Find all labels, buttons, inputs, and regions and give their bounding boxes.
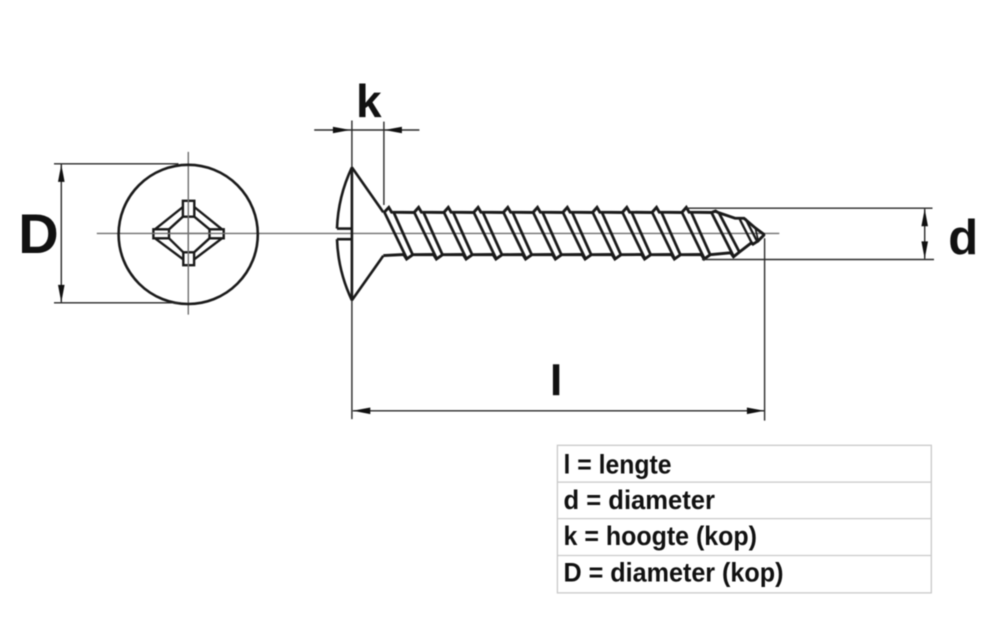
svg-text:k: k <box>356 75 382 127</box>
svg-text:D: D <box>18 202 58 265</box>
svg-text:d: d <box>948 211 978 265</box>
svg-text:l = lengte: l = lengte <box>564 449 672 479</box>
svg-text:D = diameter (kop): D = diameter (kop) <box>564 557 784 587</box>
svg-text:k = hoogte (kop): k = hoogte (kop) <box>564 521 758 551</box>
svg-text:d = diameter: d = diameter <box>564 485 716 515</box>
